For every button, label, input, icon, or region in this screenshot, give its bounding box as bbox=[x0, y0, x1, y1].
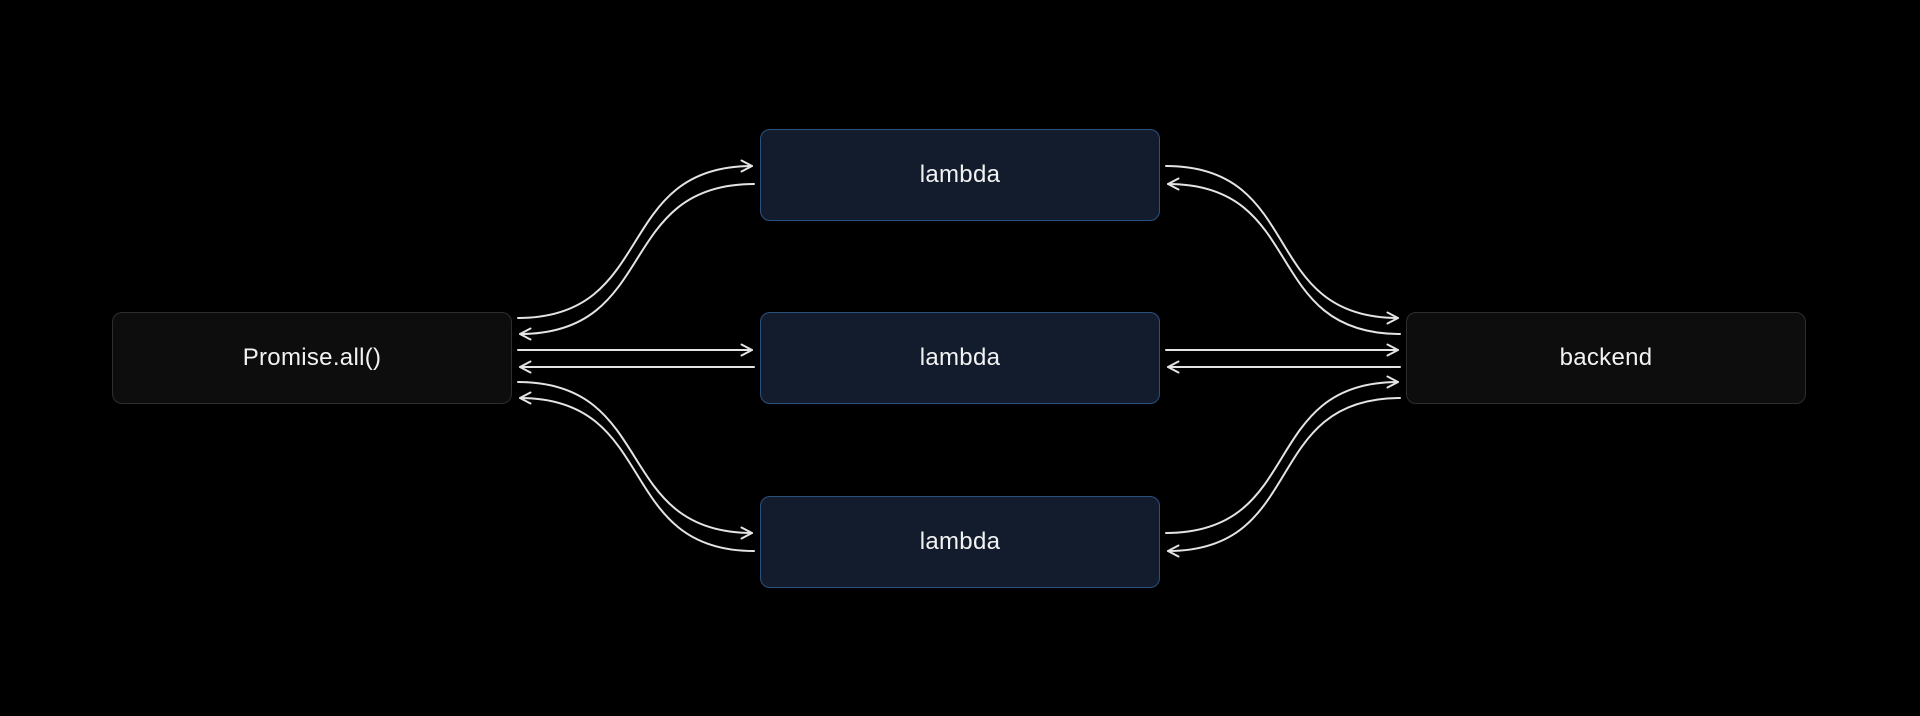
node-lambda-1[interactable]: lambda bbox=[760, 129, 1160, 221]
node-lambda-1-label: lambda bbox=[919, 161, 1001, 188]
edge-backend-to-lambda-3 bbox=[1167, 397, 1401, 558]
node-backend-label: backend bbox=[1559, 344, 1653, 371]
node-backend[interactable]: backend bbox=[1406, 312, 1806, 404]
node-lambda-2[interactable]: lambda bbox=[760, 312, 1160, 404]
node-promise-all-label: Promise.all() bbox=[242, 344, 382, 371]
edge-lambda-3-to-promise bbox=[519, 391, 755, 552]
node-lambda-3-label: lambda bbox=[919, 528, 1001, 555]
edge-promise-to-lambda-3 bbox=[517, 381, 753, 540]
edge-promise-to-lambda-1 bbox=[517, 159, 753, 319]
edge-lambda-1-to-backend bbox=[1165, 165, 1399, 325]
node-promise-all[interactable]: Promise.all() bbox=[112, 312, 512, 404]
node-lambda-2-label: lambda bbox=[919, 344, 1001, 371]
node-lambda-3[interactable]: lambda bbox=[760, 496, 1160, 588]
edge-lambda-3-to-backend bbox=[1165, 375, 1399, 534]
edge-backend-to-lambda-1 bbox=[1167, 177, 1401, 335]
edge-lambda-1-to-promise bbox=[519, 183, 755, 341]
